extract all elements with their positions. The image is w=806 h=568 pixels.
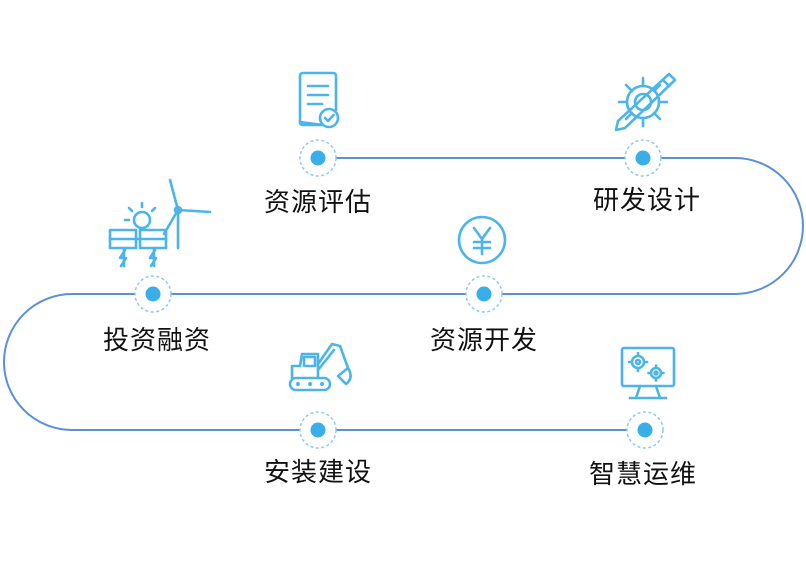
yuan-coin-icon — [457, 215, 507, 265]
node-resource-development — [465, 275, 503, 313]
document-check-icon — [298, 71, 340, 129]
step-label-investment-financing: 投资融资 — [102, 326, 212, 356]
step-label-rd-design: 研发设计 — [592, 186, 702, 216]
node-installation-construction — [299, 411, 337, 449]
step-label-installation-construction: 安装建设 — [263, 458, 373, 488]
node-smart-operation — [626, 411, 664, 449]
monitor-gears-icon — [620, 346, 676, 400]
process-path — [3, 157, 804, 431]
node-rd-design — [624, 139, 662, 177]
node-investment-financing — [134, 275, 172, 313]
step-label-resource-assessment: 资源评估 — [263, 188, 373, 218]
node-resource-assessment — [299, 139, 337, 177]
step-label-smart-operation: 智慧运维 — [588, 460, 698, 490]
step-label-resource-development: 资源开发 — [429, 326, 539, 356]
excavator-icon — [288, 342, 352, 392]
gear-pencil-icon — [614, 72, 677, 132]
solar-wind-icon — [108, 178, 212, 268]
